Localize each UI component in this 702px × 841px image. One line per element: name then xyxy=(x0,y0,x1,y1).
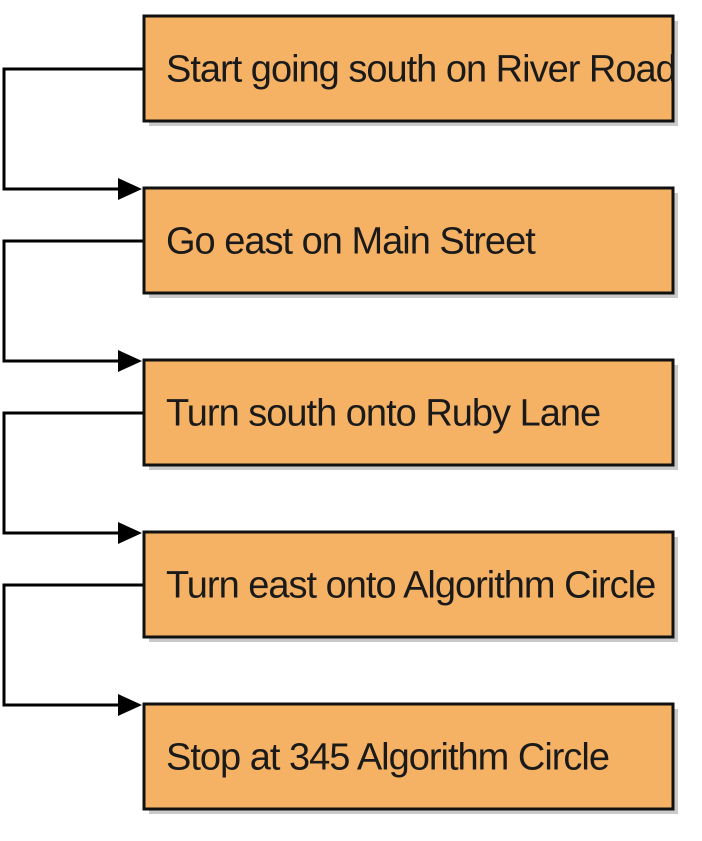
step-box-rect xyxy=(142,358,675,467)
step-label: Stop at 345 Algorithm Circle xyxy=(166,737,609,779)
step-label: Go east on Main Street xyxy=(166,221,536,263)
connector-line xyxy=(2,239,144,363)
connector-line xyxy=(2,411,144,535)
step-box-rect xyxy=(142,14,675,123)
step-label: Turn east onto Algorithm Circle xyxy=(166,565,655,607)
arrowhead-icon xyxy=(118,522,142,544)
step-box-rect xyxy=(142,702,675,811)
step-label: Turn south onto Ruby Lane xyxy=(166,393,600,435)
step-box-4: Turn east onto Algorithm Circle xyxy=(142,530,675,639)
arrowhead-icon xyxy=(118,694,142,716)
connector-line xyxy=(2,67,144,191)
connector-line xyxy=(2,583,144,707)
arrowhead-icon xyxy=(118,350,142,372)
arrowhead-icon xyxy=(118,178,142,200)
step-box-1: Start going south on River Road xyxy=(142,14,677,123)
step-boxes: Start going south on River Road Go east o… xyxy=(142,14,677,811)
connectors xyxy=(2,67,144,716)
step-box-rect xyxy=(142,530,675,639)
step-box-3: Turn south onto Ruby Lane xyxy=(142,358,675,467)
step-box-rect xyxy=(142,186,675,295)
step-box-2: Go east on Main Street xyxy=(142,186,675,295)
step-label: Start going south on River Road xyxy=(166,49,676,91)
step-box-5: Stop at 345 Algorithm Circle xyxy=(142,702,675,811)
